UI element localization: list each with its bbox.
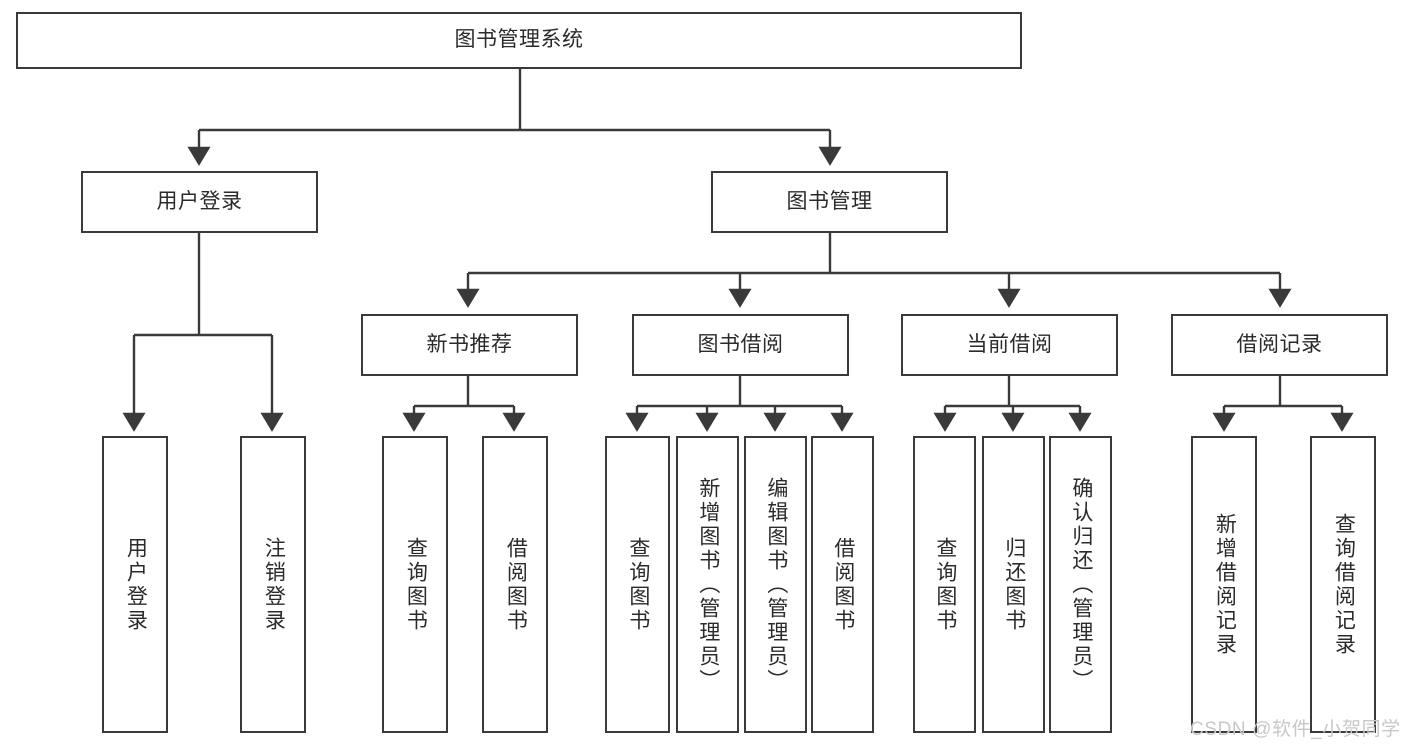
node-user-login[interactable]: 用户登录 [81,171,318,233]
node-leaf-add-book-label: 新增图书（管理员） [696,476,720,693]
node-leaf-borrow-book-2[interactable]: 借阅图书 [811,436,874,733]
node-root-label: 图书管理系统 [454,28,584,52]
node-leaf-logout[interactable]: 注销登录 [240,436,306,733]
node-current-borrow[interactable]: 当前借阅 [901,314,1118,376]
node-leaf-add-book[interactable]: 新增图书（管理员） [676,436,739,733]
node-leaf-edit-book[interactable]: 编辑图书（管理员） [744,436,807,733]
node-borrow-record-label: 借阅记录 [1236,332,1323,356]
node-leaf-edit-book-label: 编辑图书（管理员） [764,476,788,693]
node-leaf-borrow-book-1-label: 借阅图书 [504,536,528,633]
node-current-borrow-label: 当前借阅 [966,332,1053,356]
node-leaf-confirm-return[interactable]: 确认归还（管理员） [1049,436,1112,733]
node-leaf-borrow-book-2-label: 借阅图书 [831,536,855,633]
node-leaf-logout-label: 注销登录 [262,536,286,633]
node-leaf-query-book-1[interactable]: 查询图书 [382,436,448,733]
node-book-borrow[interactable]: 图书借阅 [632,314,849,376]
node-book-borrow-label: 图书借阅 [697,332,784,356]
node-root[interactable]: 图书管理系统 [16,12,1022,69]
node-leaf-return-book[interactable]: 归还图书 [982,436,1045,733]
node-leaf-query-book-1-label: 查询图书 [404,536,428,633]
node-leaf-user-login[interactable]: 用户登录 [102,436,168,733]
node-leaf-borrow-book-1[interactable]: 借阅图书 [482,436,548,733]
node-leaf-query-record[interactable]: 查询借阅记录 [1310,436,1376,733]
node-borrow-record[interactable]: 借阅记录 [1171,314,1388,376]
node-leaf-confirm-return-label: 确认归还（管理员） [1069,476,1093,693]
node-leaf-query-book-3-label: 查询图书 [933,536,957,633]
node-book-manage-label: 图书管理 [786,189,873,213]
node-leaf-return-book-label: 归还图书 [1002,536,1026,633]
node-leaf-user-login-label: 用户登录 [124,536,148,633]
node-leaf-query-record-label: 查询借阅记录 [1332,512,1356,657]
node-leaf-add-record-label: 新增借阅记录 [1213,512,1237,657]
node-new-book-rec-label: 新书推荐 [426,332,513,356]
node-new-book-rec[interactable]: 新书推荐 [361,314,578,376]
node-leaf-query-book-3[interactable]: 查询图书 [913,436,976,733]
node-user-login-label: 用户登录 [156,189,243,213]
node-book-manage[interactable]: 图书管理 [711,171,948,233]
node-leaf-add-record[interactable]: 新增借阅记录 [1191,436,1257,733]
node-leaf-query-book-2[interactable]: 查询图书 [605,436,670,733]
node-leaf-query-book-2-label: 查询图书 [626,536,650,633]
